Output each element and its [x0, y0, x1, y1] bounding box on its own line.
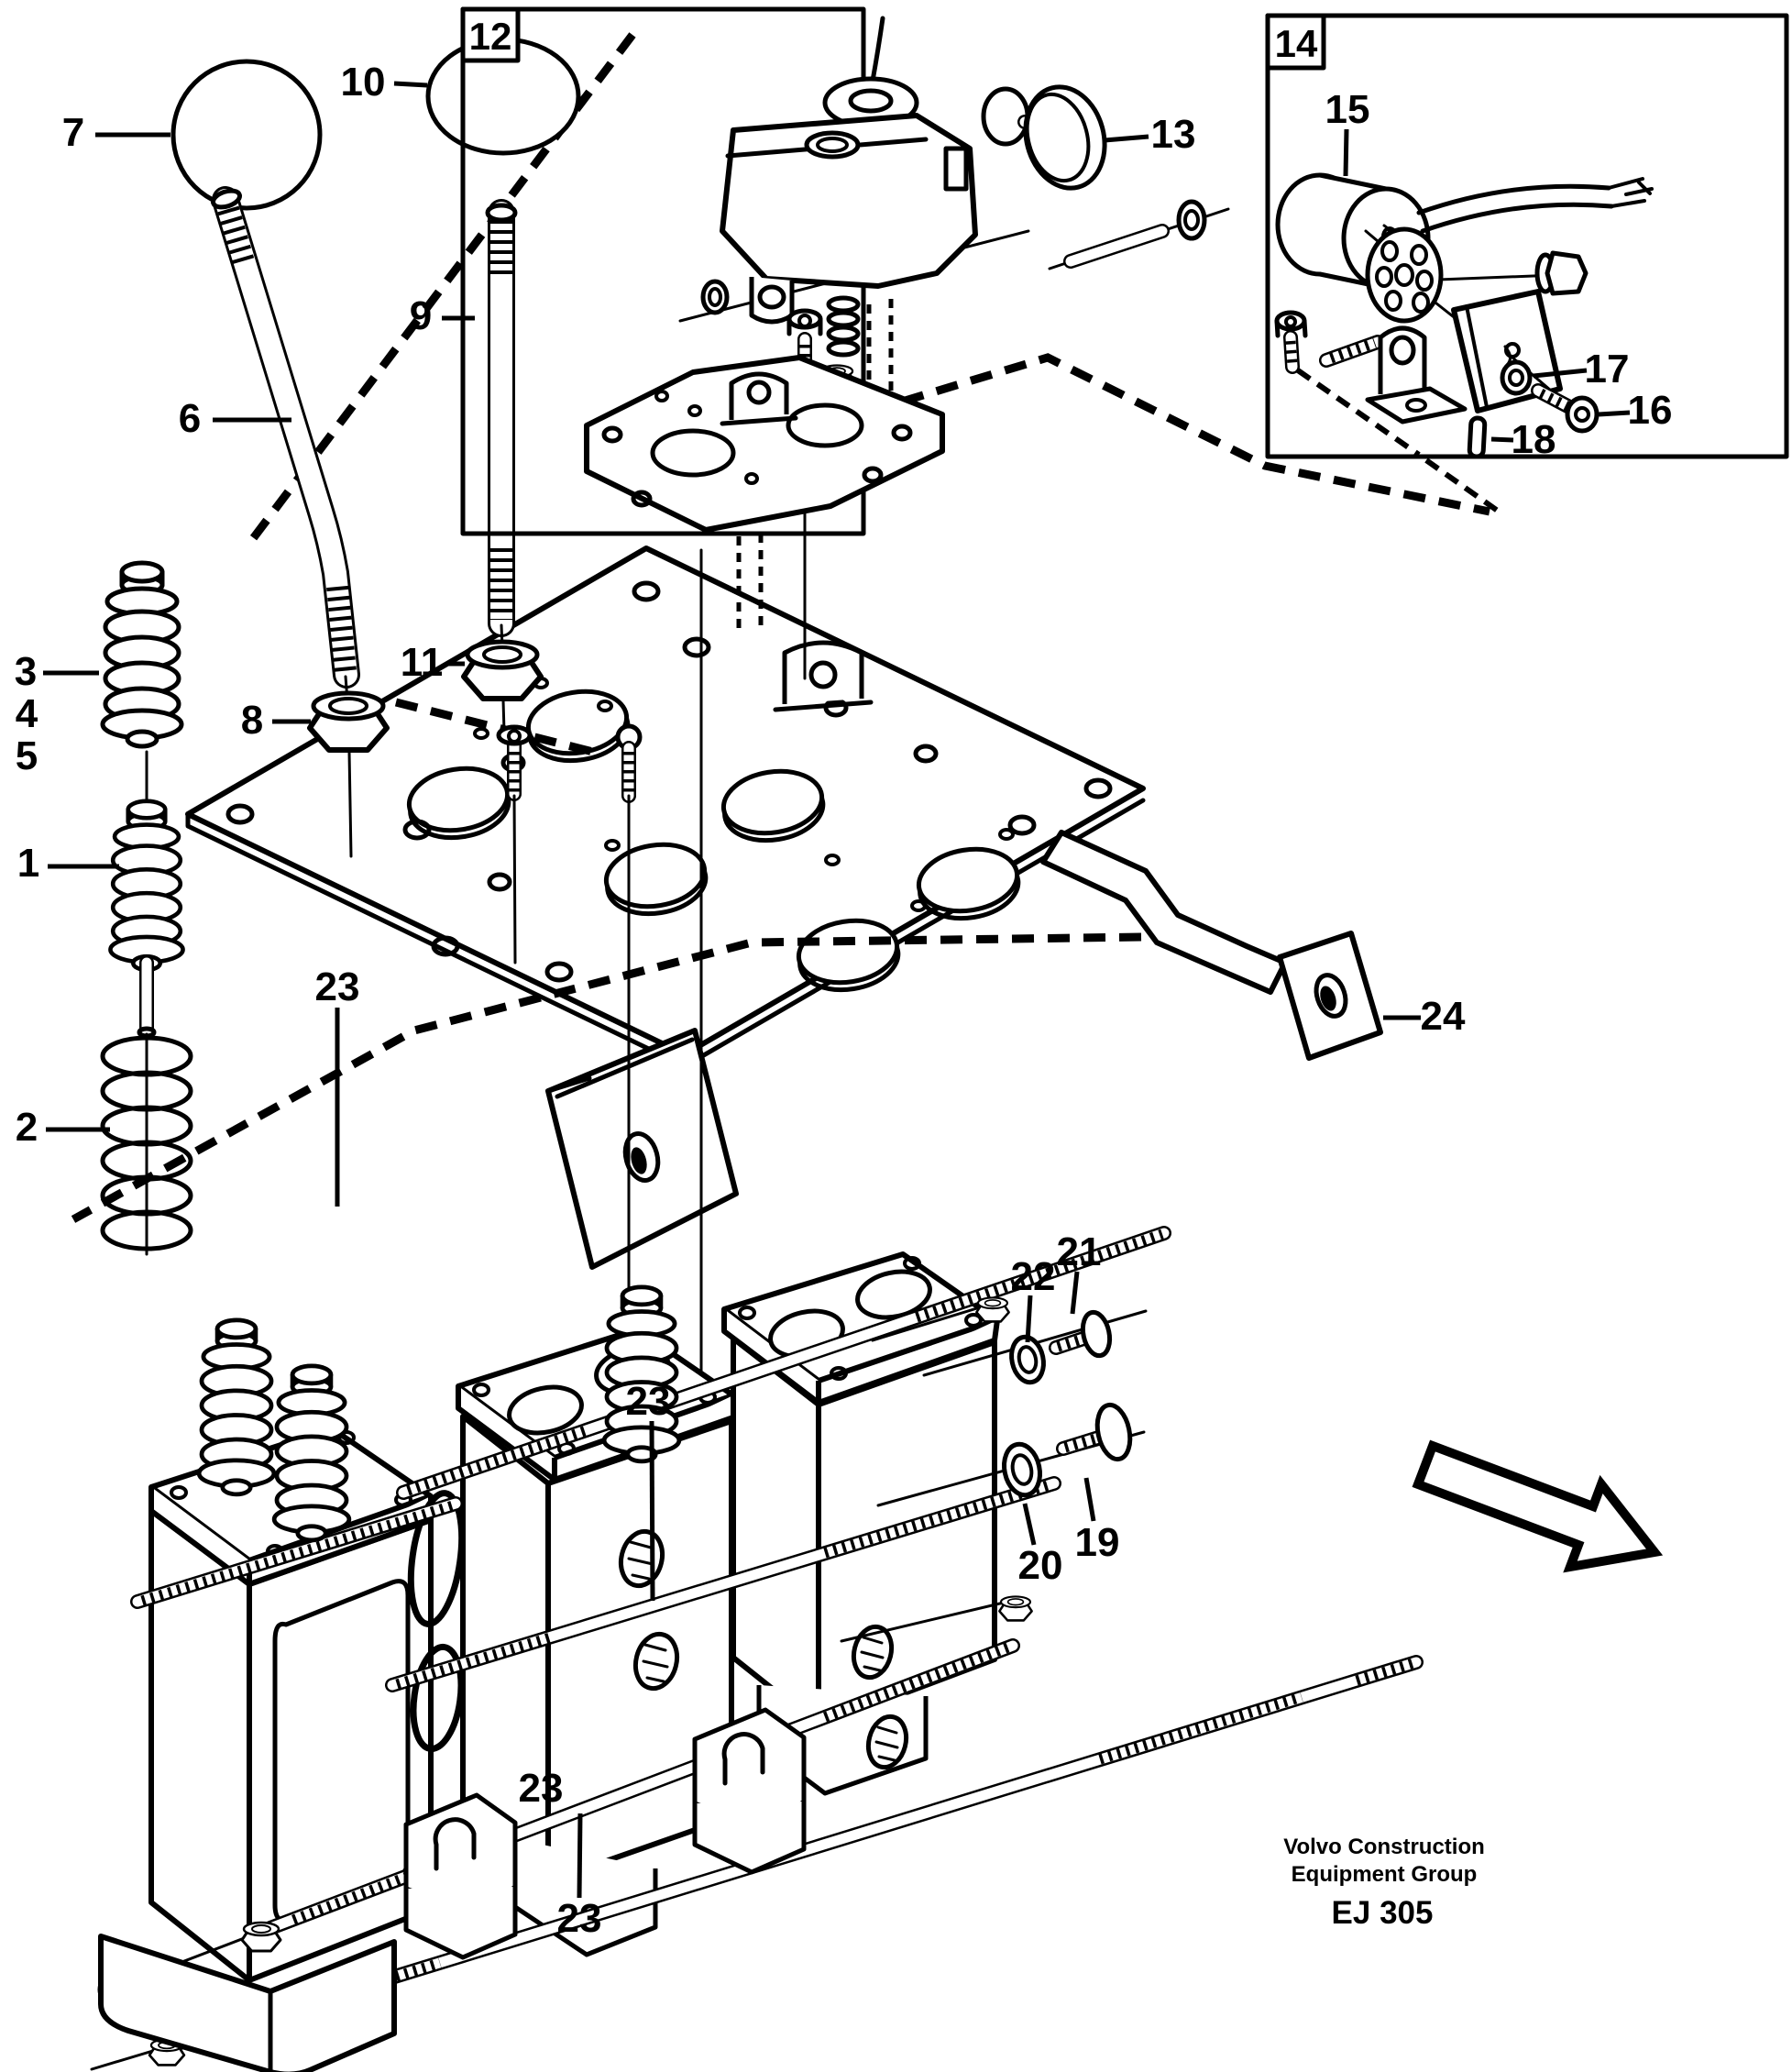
direction-arrow [1412, 1439, 1664, 1573]
callout-7: 7 [62, 110, 84, 155]
callout-24: 24 [1421, 994, 1466, 1039]
callout-leader-23 [649, 1420, 655, 1602]
valve-section-1 [148, 1426, 434, 1983]
cap-13 [981, 84, 1107, 191]
pivot-pin-and-washer [1048, 199, 1230, 270]
pilot-valve-parts [584, 16, 1030, 680]
plug-19 [1056, 1402, 1133, 1462]
plug-seal-group [840, 1296, 1148, 1643]
control-lever-6 [211, 186, 360, 689]
callout-4: 4 [16, 691, 38, 736]
inset-box-12-label: 12 [469, 15, 512, 58]
plate-side-bracket [1040, 830, 1383, 1061]
callout-leader-23 [577, 1813, 583, 1899]
perforated-disc [1364, 226, 1558, 359]
callout-2: 2 [16, 1105, 38, 1150]
plate-holes [406, 689, 1021, 993]
callout-18: 18 [1512, 417, 1556, 462]
footer-line1: Volvo Construction [1283, 1835, 1485, 1859]
screw-16 [1531, 383, 1600, 434]
callout-17: 17 [1585, 347, 1630, 391]
callout-3: 3 [15, 649, 37, 694]
callout-leader-16 [1598, 410, 1631, 417]
valve-spool-1 [110, 750, 182, 1039]
callout-layer: 1234567891011131516171819202122232323232… [15, 60, 1673, 1941]
inset-box-12: 12 [460, 6, 1030, 680]
o-rings [407, 1490, 466, 1753]
allen-screw [1274, 310, 1503, 516]
callout-22: 22 [1011, 1254, 1056, 1299]
footer-code: EJ 305 [1332, 1895, 1434, 1931]
inset-box-14-label: 14 [1275, 22, 1318, 65]
plug-21 [1049, 1309, 1113, 1359]
plate-bottom-bracket [545, 1028, 739, 1270]
callout-leader-20 [1022, 1503, 1037, 1546]
callout-leader-10 [393, 81, 428, 88]
inset-box-14: 14 [1265, 13, 1789, 516]
mounting-plate-24 [185, 546, 1383, 1270]
callout-leader-15 [1343, 128, 1349, 177]
callout-1: 1 [17, 841, 39, 886]
plate-small-holes [225, 580, 1113, 983]
callout-8: 8 [241, 698, 263, 743]
actuator-pin [615, 548, 703, 1394]
callout-23: 23 [626, 1379, 671, 1424]
callout-13: 13 [1151, 112, 1196, 157]
washer-17 [1500, 356, 1578, 414]
base-slab [98, 1934, 397, 2072]
callout-5: 5 [16, 733, 38, 778]
set-stud [1319, 335, 1385, 368]
callout-6: 6 [179, 396, 201, 441]
callout-10: 10 [341, 60, 386, 105]
angled-plate [1451, 289, 1563, 413]
bracket-nut [1534, 250, 1589, 296]
callout-leader-13 [1104, 134, 1149, 143]
callout-23: 23 [557, 1896, 602, 1941]
callout-leader-17 [1533, 368, 1588, 379]
spring-assembly-3-4-5 [103, 563, 181, 746]
plate-screw [496, 724, 533, 964]
callout-19: 19 [1075, 1520, 1120, 1565]
rod-clamp-1 [403, 1792, 518, 1960]
callout-11: 11 [401, 640, 444, 685]
callout-leader-21 [1070, 1271, 1080, 1315]
callout-21: 21 [1057, 1229, 1102, 1274]
control-lever-9 [485, 199, 518, 637]
callout-leader-18 [1490, 436, 1514, 443]
lever-knob-7 [170, 59, 323, 211]
callout-16: 16 [1628, 388, 1673, 433]
pin-18 [1467, 415, 1488, 459]
footer-line2: Equipment Group [1292, 1862, 1478, 1887]
sensor-cable [1416, 177, 1654, 234]
callout-leader-19 [1083, 1477, 1096, 1522]
return-spring-2 [100, 1032, 193, 1256]
callout-9: 9 [410, 293, 432, 338]
callout-15: 15 [1325, 87, 1370, 132]
callout-23: 23 [519, 1766, 564, 1811]
callout-20: 20 [1018, 1543, 1063, 1588]
footer: Volvo Construction Equipment Group EJ 30… [1283, 1835, 1485, 1931]
rod-clamp-2 [692, 1707, 807, 1875]
callout-leader-22 [1025, 1295, 1033, 1343]
sensor-clevis [1365, 325, 1468, 424]
lock-nut-11 [464, 623, 541, 733]
lock-nut-8 [310, 675, 387, 858]
callout-23: 23 [315, 964, 360, 1009]
